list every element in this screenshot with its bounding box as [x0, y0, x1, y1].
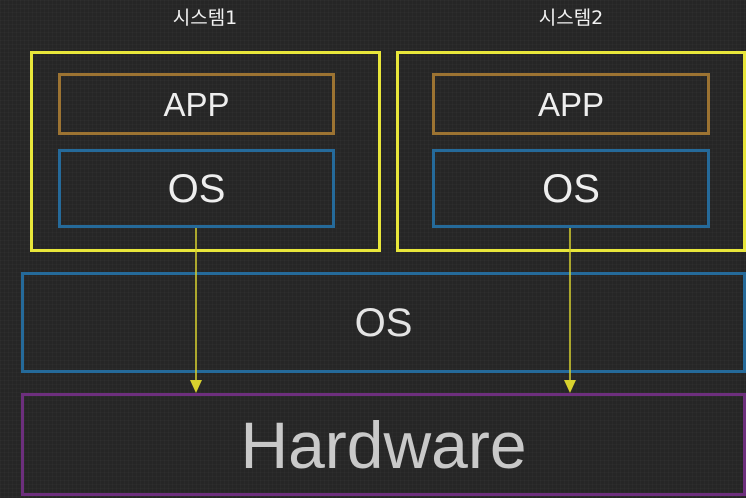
- system-1-title: 시스템1: [172, 7, 238, 29]
- arrow-2-head: [564, 380, 576, 393]
- system-2-guest-os-label: OS: [542, 166, 600, 211]
- system-1-app-box: APP: [58, 73, 335, 135]
- system-1-box: [30, 51, 381, 252]
- system-1-guest-os-box: OS: [58, 149, 335, 228]
- system-1-app-label: APP: [163, 85, 230, 123]
- host-os-label: OS: [354, 300, 413, 345]
- host-os-box: OS: [21, 272, 746, 373]
- arrow-1-head: [190, 380, 202, 393]
- system-2-app-box: APP: [432, 73, 710, 135]
- system-2-box: [396, 51, 746, 252]
- hardware-label: Hardware: [240, 407, 527, 482]
- system-2-title: 시스템2: [538, 7, 604, 29]
- hardware-box: Hardware: [21, 393, 746, 496]
- system-2-app-label: APP: [537, 85, 605, 123]
- system-1-guest-os-label: OS: [167, 166, 226, 211]
- system-2-guest-os-box: OS: [432, 149, 710, 228]
